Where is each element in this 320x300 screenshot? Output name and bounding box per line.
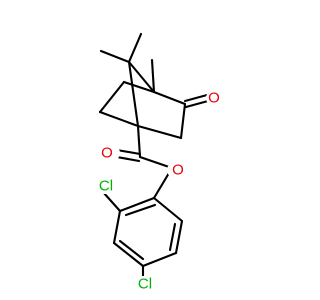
bond-ar-inner-b xyxy=(118,239,145,261)
atom-ketone-oxygen: O xyxy=(208,90,220,107)
atom-carbonyl-oxygen: O xyxy=(101,145,113,162)
bond-methyl-a xyxy=(99,49,131,64)
bond-ketone-double-1 xyxy=(183,93,209,103)
bond-bridge-c7-c4 xyxy=(127,60,140,128)
bond-ar-5-6 xyxy=(174,219,184,255)
molecule-drawing: O O O Cl Cl xyxy=(98,32,220,293)
bond-methyl-b xyxy=(127,32,143,64)
atom-chlorine-para: Cl xyxy=(138,276,152,293)
bond-bridge-c7-c1 xyxy=(127,60,156,94)
bond-ar-inner-c xyxy=(168,222,177,252)
bond-ar-1-2 xyxy=(118,196,156,213)
bond-c4-ester-c xyxy=(136,124,142,159)
structure-canvas: O O O Cl Cl xyxy=(98,32,220,293)
bond-ester-c-o xyxy=(138,155,174,170)
bond-ar-6-1 xyxy=(152,196,184,223)
bond-ketone-double-2 xyxy=(184,99,210,109)
atom-ester-oxygen: O xyxy=(172,162,184,179)
atom-chlorine-ortho: Cl xyxy=(99,178,113,195)
bond-ester-double-1 xyxy=(115,148,142,156)
bond-ester-double-2 xyxy=(115,155,141,163)
bond-c6-c5 xyxy=(98,80,126,114)
bond-ar-3-4 xyxy=(112,241,145,268)
bond-methyl-c xyxy=(150,58,156,94)
bond-c2-c3 xyxy=(179,102,187,140)
bond-c5-c4 xyxy=(98,110,140,128)
bond-ar-4-5 xyxy=(141,251,178,268)
bond-ar-2-3 xyxy=(112,209,122,245)
bond-c3-c4 xyxy=(136,124,183,140)
bond-c1-c6 xyxy=(122,80,156,94)
bond-c-cl-ortho xyxy=(101,190,122,213)
bond-ar-inner-a xyxy=(124,203,157,217)
bond-c1-c2 xyxy=(152,90,187,106)
